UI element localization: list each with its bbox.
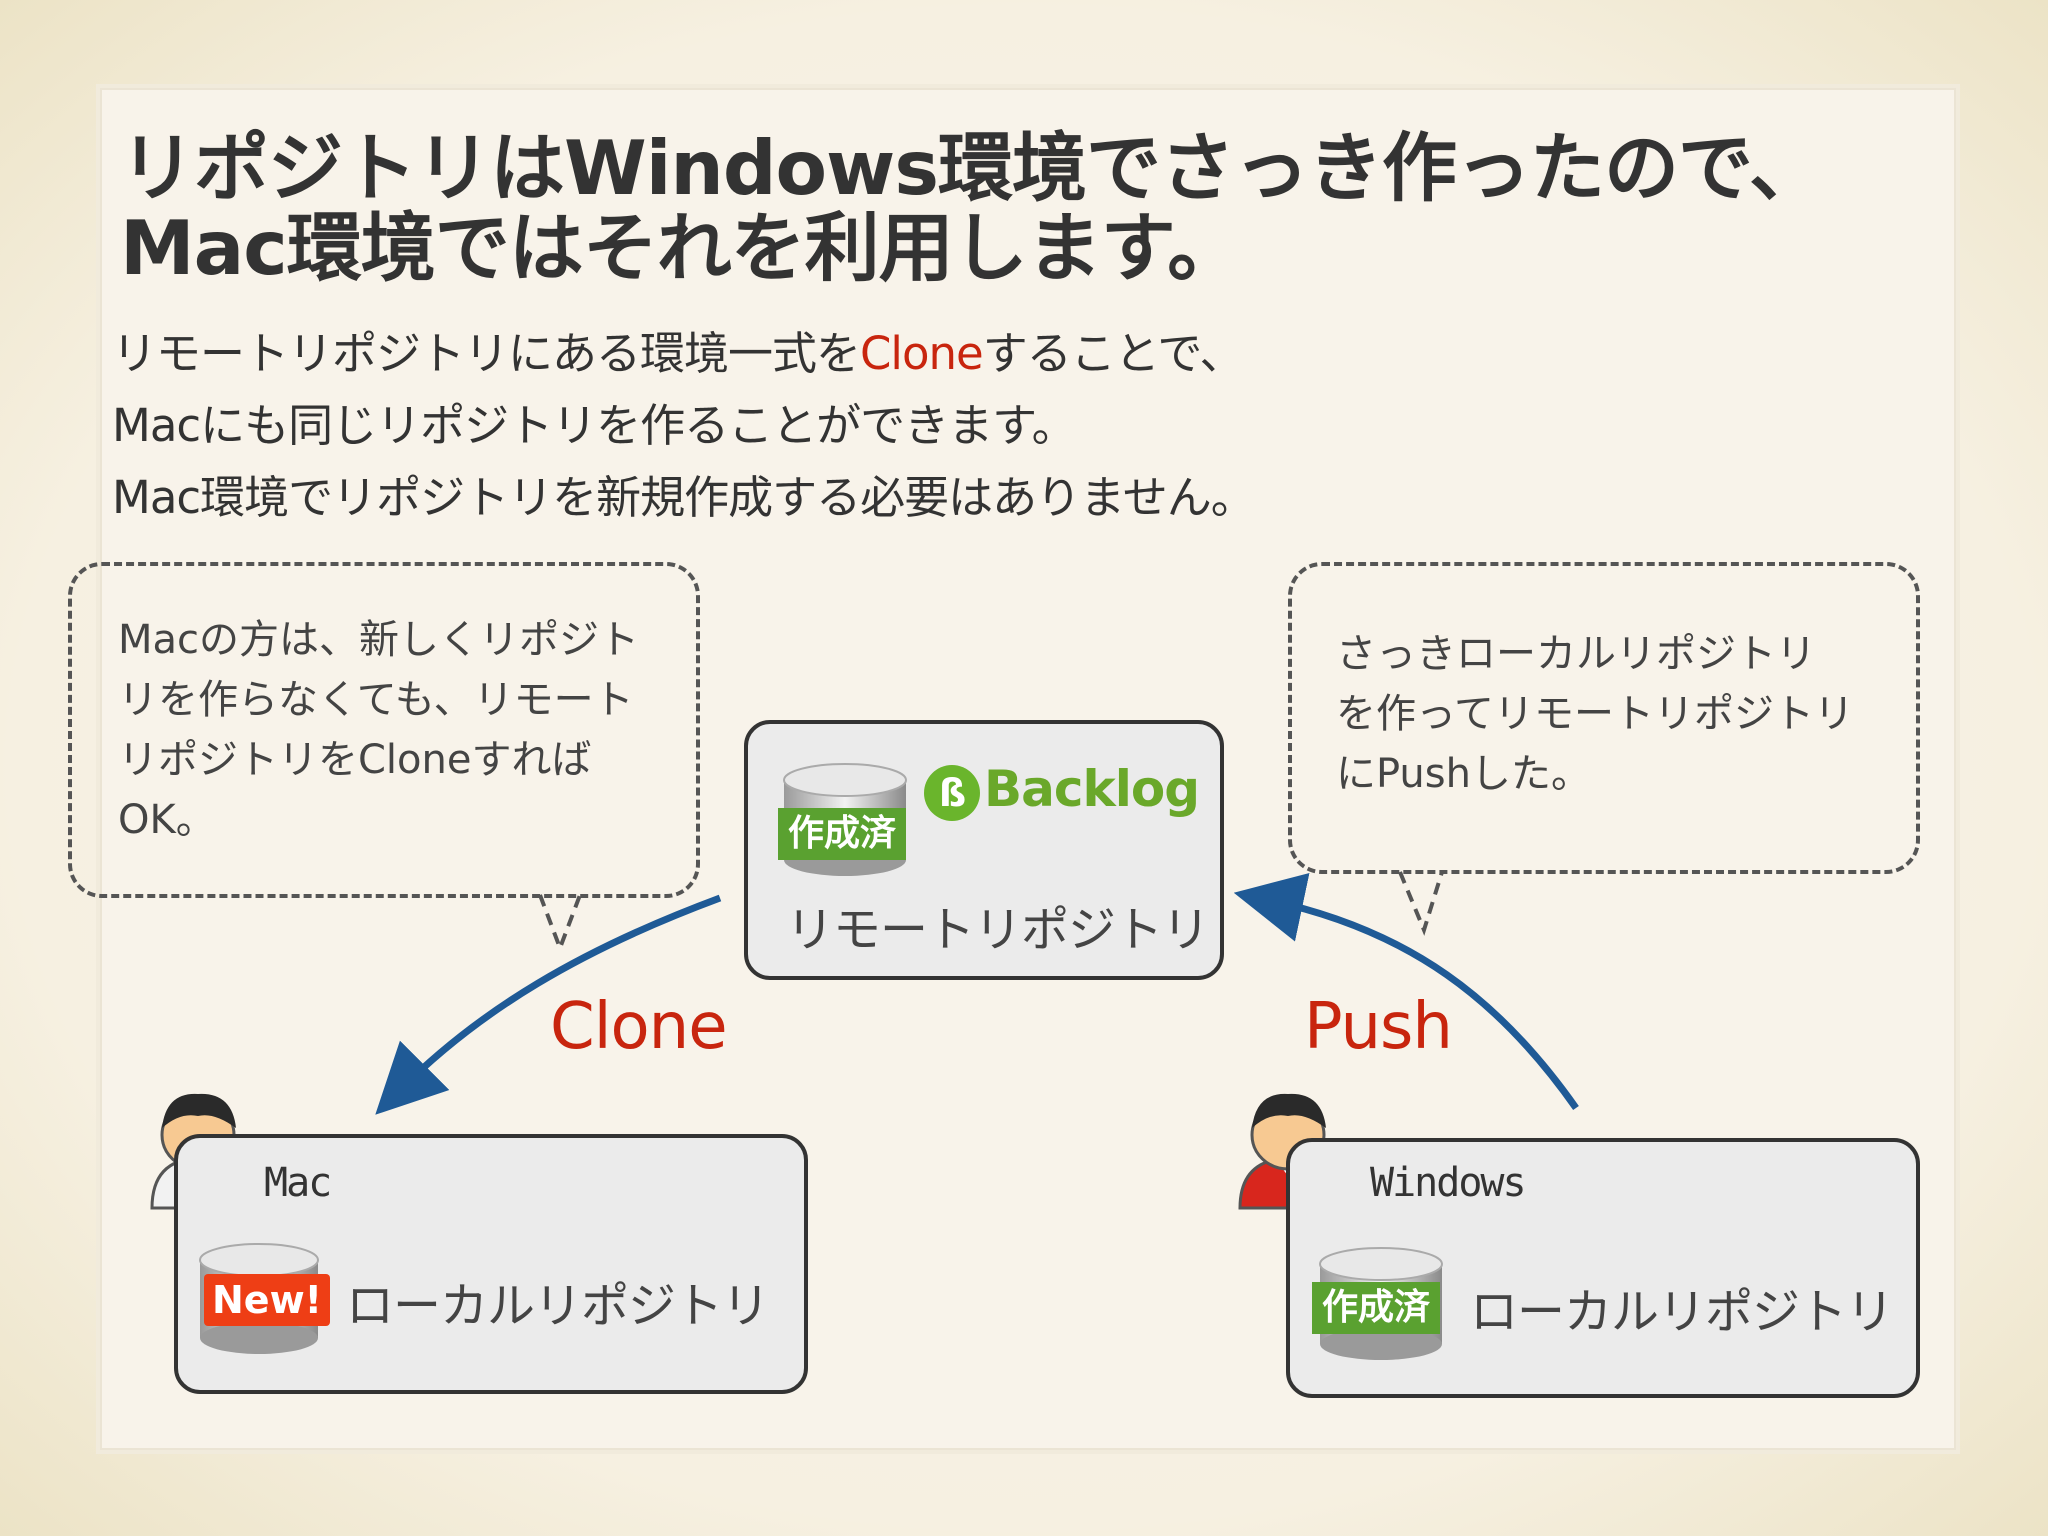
remote-created-badge: 作成済 xyxy=(778,808,907,860)
clone-label: Clone xyxy=(550,990,728,1064)
lead-line-1-post: することで、 xyxy=(982,327,1245,380)
windows-name-label: Windows xyxy=(1370,1160,1527,1206)
callout-left-line-1: Macの方は、新しくリポジト xyxy=(118,617,640,663)
title-line-1: リポジトリはWindows環境でさっき作ったので、 xyxy=(120,124,1824,212)
lead-clone-highlight: Clone xyxy=(860,327,984,380)
callout-left-tail xyxy=(538,894,582,954)
callout-mac-note: Macの方は、新しくリポジト リを作らなくても、リモート リポジトリをClone… xyxy=(68,562,700,898)
callout-right-tail xyxy=(1398,871,1444,936)
mac-new-badge: New! xyxy=(204,1274,331,1326)
callout-left-line-2: リを作らなくても、リモート xyxy=(118,677,634,723)
remote-repository-label: リモートリポジトリ xyxy=(786,902,1210,958)
push-arrow xyxy=(1233,873,1579,1111)
callout-right-line-2: を作ってリモートリポジトリ xyxy=(1336,691,1854,737)
lead-line-1: リモートリポジトリにある環境一式をCloneすることで、 xyxy=(112,318,1255,390)
mac-name-label: Mac xyxy=(264,1160,332,1206)
windows-repository-label: ローカルリポジトリ xyxy=(1470,1284,1894,1340)
lead-line-1-pre: リモートリポジトリにある環境一式を xyxy=(112,327,861,380)
lead-text: リモートリポジトリにある環境一式をCloneすることで、 Macにも同じリポジト… xyxy=(112,318,1256,534)
push-label: Push xyxy=(1304,990,1453,1064)
windows-created-badge: 作成済 xyxy=(1312,1282,1441,1334)
backlog-brand-text: Backlog xyxy=(984,760,1200,818)
callout-left-line-4: OK。 xyxy=(118,797,216,843)
title-line-2: Mac環境ではそれを利用します。 xyxy=(120,204,1242,292)
slide-title: リポジトリはWindows環境でさっき作ったので、 Mac環境ではそれを利用しま… xyxy=(120,124,1824,292)
lead-line-2: Macにも同じリポジトリを作ることができます。 xyxy=(112,399,1077,452)
callout-windows-note: さっきローカルリポジトリ を作ってリモートリポジトリ にPushした。 xyxy=(1288,562,1920,874)
callout-right-line-3: にPushした。 xyxy=(1336,751,1591,797)
lead-line-3: Mac環境でリポジトリを新規作成する必要はありません。 xyxy=(112,471,1256,524)
clone-arrow xyxy=(375,894,722,1115)
callout-right-line-1: さっきローカルリポジトリ xyxy=(1336,631,1816,677)
mac-repository-label: ローカルリポジトリ xyxy=(346,1278,770,1334)
backlog-icon: ß xyxy=(924,764,980,821)
callout-left-line-3: リポジトリをCloneすれば xyxy=(118,737,592,783)
